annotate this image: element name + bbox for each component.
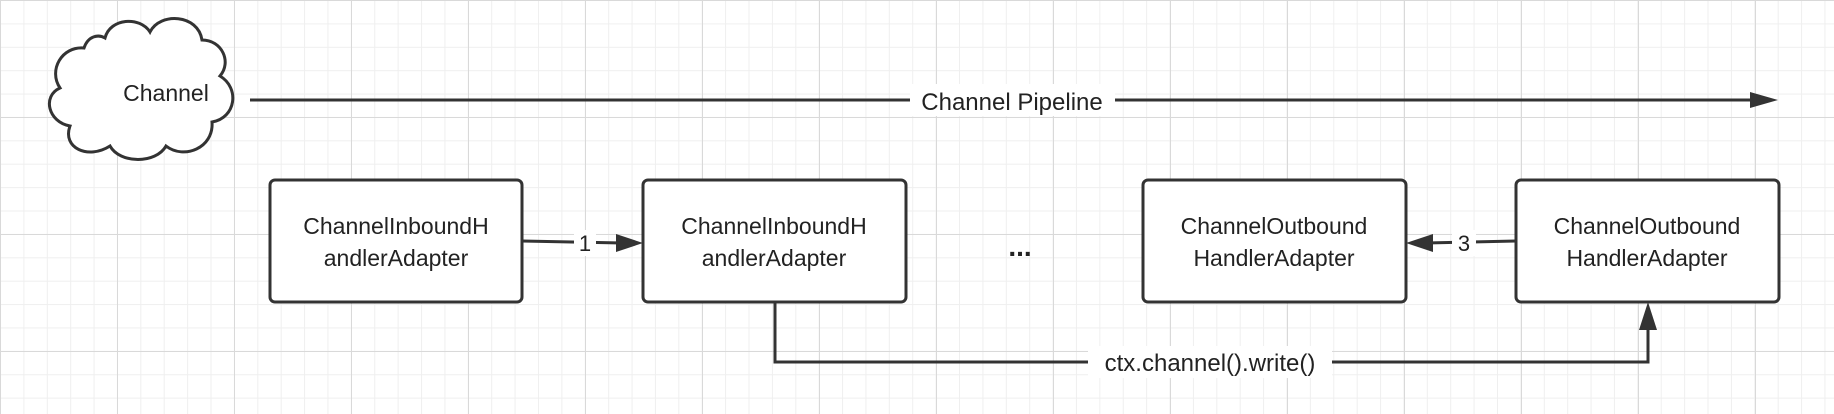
edge-write: ctx.channel().write() [773, 302, 1657, 378]
edge-label-bg [1452, 230, 1476, 256]
handler-label-line-2: HandlerAdapter [1193, 245, 1354, 271]
cloud-shape [48, 17, 235, 161]
ellipsis: ... [1008, 231, 1031, 262]
edge-line [521, 239, 623, 245]
handler-label-line-2: HandlerAdapter [1566, 245, 1727, 271]
edge-step-1: 1 [521, 230, 643, 256]
handler-label-line-1: ChannelOutbound [1554, 213, 1741, 239]
edge-step-3: 3 [1406, 230, 1517, 256]
edge-label: 3 [1458, 231, 1470, 256]
handler-box [1514, 178, 1781, 304]
handler-outbound-1: ChannelOutbound HandlerAdapter [1141, 178, 1408, 304]
edge-label: ctx.channel().write() [1105, 350, 1316, 377]
handler-box [268, 178, 524, 304]
handler-inbound-2: ChannelInboundH andlerAdapter [641, 178, 908, 304]
handler-label-line-2: andlerAdapter [702, 245, 847, 271]
pipeline-label-bg [910, 84, 1115, 116]
pipeline-arrowhead [1750, 92, 1778, 108]
edge-label-bg [574, 230, 596, 256]
channel-cloud: Channel [48, 17, 235, 161]
pipeline-label: Channel Pipeline [921, 89, 1102, 116]
edge-arrowhead [1639, 302, 1657, 330]
channel-label: Channel [123, 80, 209, 106]
handler-box [1141, 178, 1408, 304]
handler-label-line-1: ChannelInboundH [681, 213, 866, 239]
handler-outbound-2: ChannelOutbound HandlerAdapter [1514, 178, 1781, 304]
handler-label-line-2: andlerAdapter [324, 245, 469, 271]
edge-arrowhead [1406, 234, 1433, 252]
edge-arrowhead [616, 234, 643, 252]
handler-box [641, 178, 908, 304]
edge-label-bg [1088, 346, 1332, 378]
handler-label-line-1: ChannelInboundH [303, 213, 488, 239]
handler-label-line-1: ChannelOutbound [1181, 213, 1368, 239]
pipeline-arrow: Channel Pipeline [250, 84, 1778, 116]
handler-inbound-1: ChannelInboundH andlerAdapter [268, 178, 524, 304]
edge-label: 1 [579, 231, 591, 256]
